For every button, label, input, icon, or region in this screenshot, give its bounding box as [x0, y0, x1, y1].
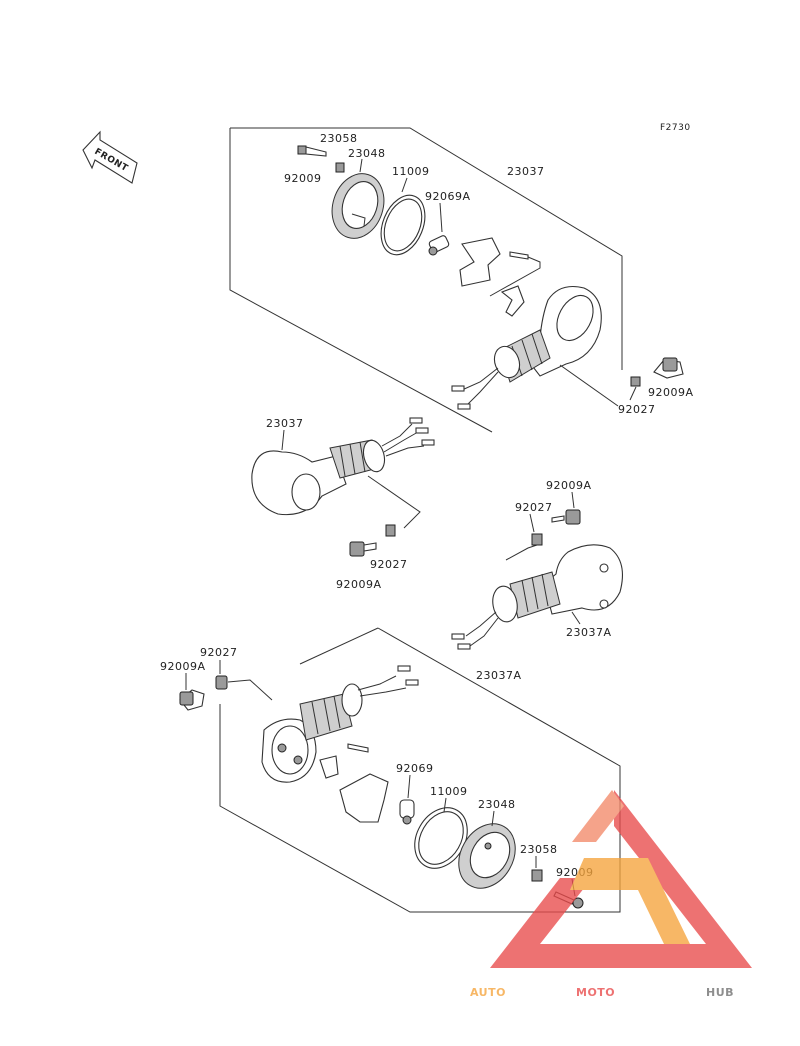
label-92069-bottom: 92069 — [396, 762, 434, 775]
nut-92027-left — [385, 524, 396, 537]
label-23037A-right: 23037A — [566, 626, 612, 639]
lens-23048-bottom — [458, 823, 516, 889]
bolt-92009A-bottom — [179, 689, 205, 711]
label-23058-bottom: 23058 — [520, 843, 558, 856]
screw-small-top — [509, 251, 529, 260]
label-11009-bottom: 11009 — [430, 785, 468, 798]
label-92027-right: 92027 — [515, 501, 553, 514]
top-assembly-outline — [229, 127, 623, 433]
washer-92027-bottom — [215, 675, 228, 690]
label-92027-left: 92027 — [370, 558, 408, 571]
housing-23037A-bottom — [261, 665, 419, 783]
bulb-92069A-top — [428, 235, 450, 256]
label-11009-top: 11009 — [392, 165, 430, 178]
label-92009A-right: 92009A — [546, 479, 592, 492]
clip-top — [500, 285, 525, 317]
watermark-part1: AUTO — [470, 986, 506, 999]
gasket-11009-top — [380, 194, 426, 256]
label-23058-top: 23058 — [320, 132, 358, 145]
watermark-part2: MOTO — [576, 986, 615, 999]
label-23037A-bottom: 23037A — [476, 669, 522, 682]
label-23048-bottom: 23048 — [478, 798, 516, 811]
turn-signal-23037A-right — [451, 544, 623, 650]
gasket-11009-bottom — [414, 807, 468, 869]
label-92069A-top: 92069A — [425, 190, 471, 203]
label-92009A-left: 92009A — [336, 578, 382, 591]
front-arrow-icon: FRONT — [82, 130, 138, 184]
label-92009A-bottom: 92009A — [160, 660, 206, 673]
screw-92009-top — [297, 145, 327, 157]
label-92027-top: 92027 — [618, 403, 656, 416]
bolt-92009A-right — [551, 509, 581, 525]
label-92009-top: 92009 — [284, 172, 322, 185]
label-23037-top: 23037 — [507, 165, 545, 178]
bracket-top — [459, 237, 501, 287]
nut-92027-right — [531, 533, 543, 546]
watermark-part3: HUB — [706, 986, 734, 999]
lens-23048-top — [331, 173, 385, 239]
nut-23058-bottom — [531, 869, 543, 882]
nut-23058-top — [335, 162, 345, 173]
triangle-logo-icon — [490, 790, 752, 968]
bolt-92009A-left — [349, 541, 377, 557]
turn-signal-23037-top — [451, 285, 602, 410]
bracket-bottom — [339, 773, 389, 823]
label-23048-top: 23048 — [348, 147, 386, 160]
bolt-92009A-top — [653, 357, 684, 379]
label-23037-left: 23037 — [266, 417, 304, 430]
bottom-assembly-outline — [219, 627, 621, 913]
label-92027-bottom: 92027 — [200, 646, 238, 659]
figure-code: F2730 — [660, 123, 691, 133]
screw-small-bottom — [347, 743, 369, 753]
label-92009A-top: 92009A — [648, 386, 694, 399]
bulb-92069-bottom — [399, 799, 415, 825]
clip-bottom — [319, 755, 339, 779]
turn-signal-23037-left — [251, 417, 435, 516]
nut-92027-top — [630, 376, 641, 387]
automotohub-watermark: AUTO MOTO HUB — [470, 790, 752, 999]
